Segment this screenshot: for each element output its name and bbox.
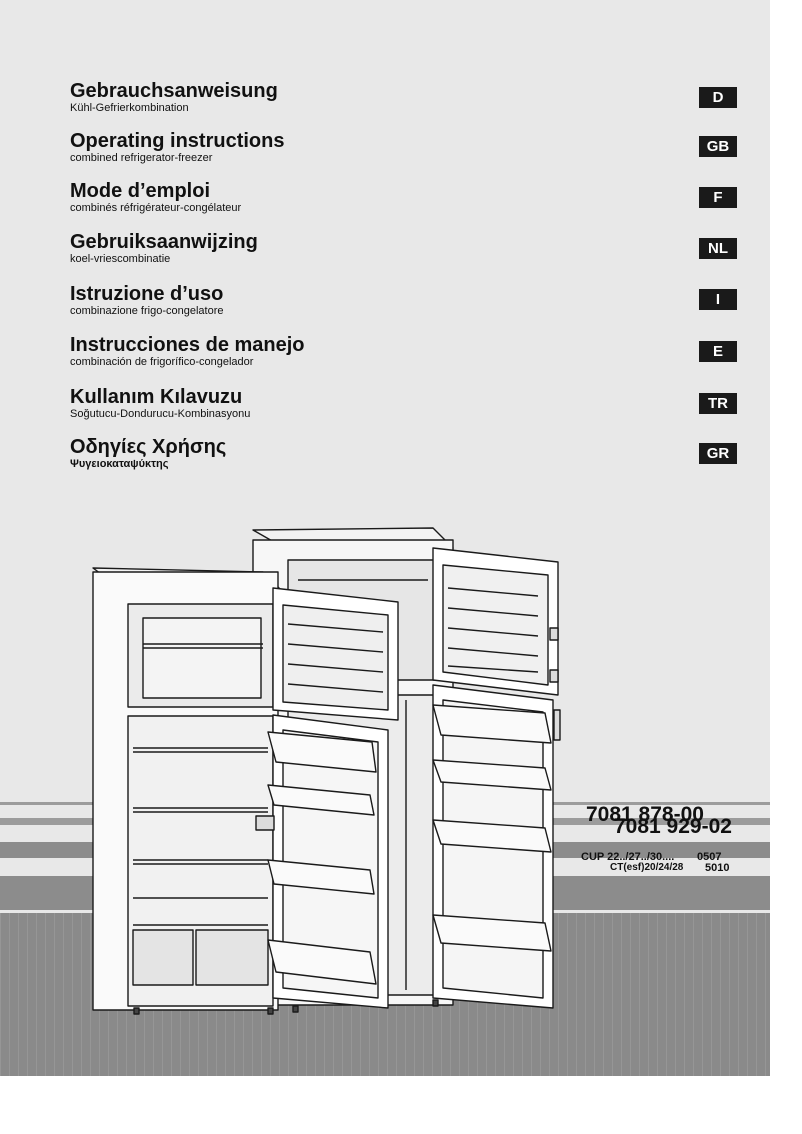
- language-badge-nl: NL: [699, 238, 737, 259]
- rear-unit-freezer-door: [432, 547, 559, 696]
- model-code-2: 5010: [705, 862, 730, 874]
- title-gr: Οδηγίες Χρήσης: [70, 436, 227, 458]
- language-block-it: Istruzione d’uso combinazione frigo-cong…: [70, 283, 670, 318]
- title-gb: Operating instructions: [70, 130, 285, 152]
- document-number-primary: 7081 878-00: [586, 803, 704, 826]
- title-fr: Mode d’emploi: [70, 180, 210, 202]
- subtitle-fr: combinés réfrigérateur-congélateur: [70, 202, 242, 214]
- subtitle-it: combinazione frigo-congelatore: [70, 305, 224, 317]
- cover-sheet: Gebrauchsanweisung Kühl-Gefrierkombinati…: [0, 0, 770, 1076]
- refrigerator-freezer-illustration: [92, 527, 561, 1015]
- subtitle-nl: koel-vriescombinatie: [70, 253, 171, 265]
- language-badge-de: D: [699, 87, 737, 108]
- language-block-tr: Kullanım Kılavuzu Soğutucu-Dondurucu-Kom…: [70, 386, 670, 421]
- subtitle-tr: Soğutucu-Dondurucu-Kombinasyonu: [70, 408, 251, 420]
- language-badge-fr: F: [699, 187, 737, 208]
- title-it: Istruzione d’uso: [70, 283, 224, 305]
- language-badge-gr: GR: [699, 443, 737, 464]
- appliance-feet: [133, 999, 439, 1015]
- title-nl: Gebruiksaanwijzing: [70, 231, 258, 253]
- rear-unit-fridge-door: [432, 684, 561, 1009]
- document-number-secondary: 7081 929-02: [614, 815, 732, 838]
- title-tr: Kullanım Kılavuzu: [70, 386, 243, 408]
- model-code-1: 0507: [697, 851, 722, 863]
- language-badge-es: E: [699, 341, 737, 362]
- language-block-nl: Gebruiksaanwijzing koel-vriescombinatie: [70, 231, 670, 266]
- language-block-fr: Mode d’emploi combinés réfrigérateur-con…: [70, 180, 670, 215]
- title-es: Instrucciones de manejo: [70, 334, 305, 356]
- language-block-de: Gebrauchsanweisung Kühl-Gefrierkombinati…: [70, 80, 670, 115]
- model-line-2: CT(esf)20/24/28: [610, 862, 684, 873]
- subtitle-es: combinación de frigorífico-congelador: [70, 356, 254, 368]
- language-badge-tr: TR: [699, 393, 737, 414]
- language-block-gr: Οδηγίες Χρήσης Ψυγειοκαταψύκτης: [70, 436, 670, 471]
- front-unit-freezer-door: [272, 587, 399, 721]
- subtitle-de: Kühl-Gefrierkombination: [70, 102, 189, 114]
- language-block-gb: Operating instructions combined refriger…: [70, 130, 670, 165]
- title-de: Gebrauchsanweisung: [70, 80, 278, 102]
- model-line-1: CUP 22../27../30....: [581, 851, 675, 863]
- subtitle-gb: combined refrigerator-freezer: [70, 152, 213, 164]
- front-unit-fridge-door: [255, 714, 389, 1009]
- subtitle-gr: Ψυγειοκαταψύκτης: [70, 458, 169, 470]
- language-block-es: Instrucciones de manejo combinación de f…: [70, 334, 670, 369]
- language-badge-gb: GB: [699, 136, 737, 157]
- front-unit-body: [92, 567, 284, 1011]
- language-badge-it: I: [699, 289, 737, 310]
